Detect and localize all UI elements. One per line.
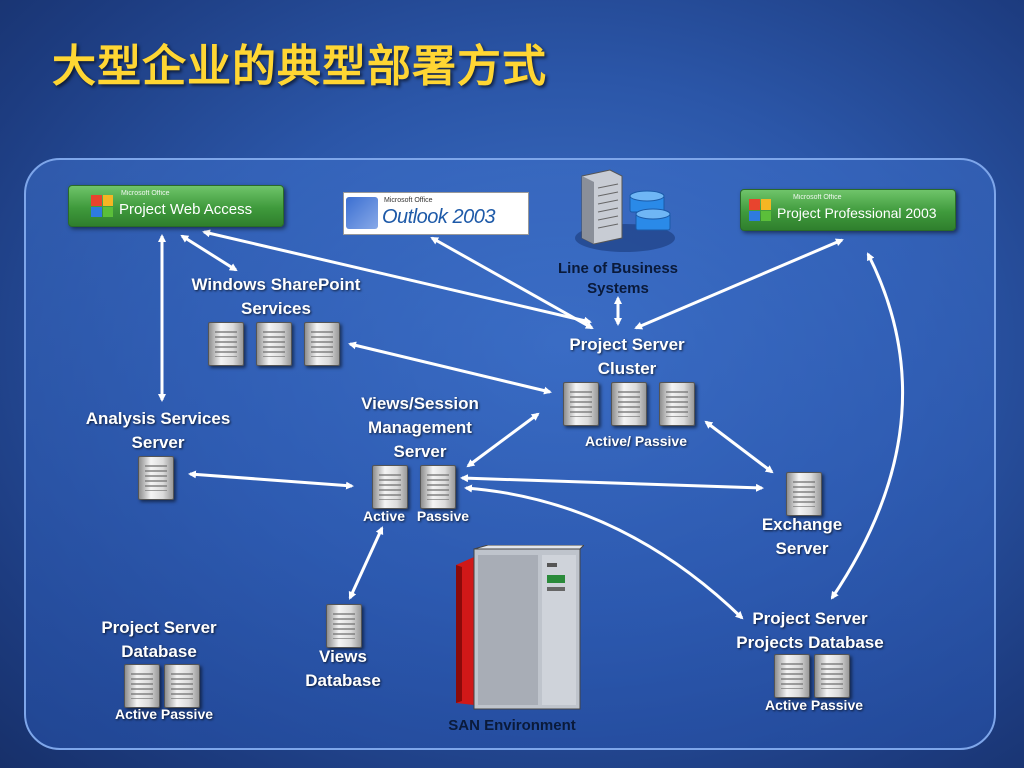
arrow-views-projdb (464, 484, 744, 620)
product-name: Project Professional 2003 (777, 205, 937, 221)
views-server-active (372, 465, 408, 509)
ps-cluster-server-3 (659, 382, 695, 426)
ps-proj-db-server-active (774, 654, 810, 698)
office-logo-icon (91, 195, 113, 217)
exchange-server (786, 472, 822, 516)
arrow-ppro-projdb (830, 252, 905, 600)
views-active-label: Active (362, 508, 406, 524)
ps-cluster-server-2 (611, 382, 647, 426)
analysis-label: Analysis Services Server (85, 409, 231, 452)
views-server-passive (420, 465, 456, 509)
sharepoint-server-3 (304, 322, 340, 366)
ps-db-status: Active Passive (114, 706, 214, 722)
san-storage-icon (456, 545, 584, 710)
views-session-label: Views/Session Management Server (361, 394, 479, 461)
sharepoint-label: Windows SharePoint Services (191, 275, 361, 318)
arrow-pscluster-exchange (704, 420, 774, 474)
arrow-sharepoint-pscluster (348, 341, 552, 395)
views-db-label: Views Database (305, 647, 381, 690)
ps-cluster-label: Project Server Cluster (569, 335, 685, 378)
ps-db-label: Project Server Database (101, 618, 217, 661)
ps-db-server-active (124, 664, 160, 708)
analysis-server (138, 456, 174, 500)
arrow-views-exchange (460, 474, 764, 492)
project-web-access-logo: Microsoft Office Project Web Access (68, 185, 284, 227)
database-server-icon (575, 169, 675, 252)
outlook-icon (346, 197, 378, 229)
arrow-views-viewsdb (348, 526, 384, 600)
outlook-2003-logo: Microsoft Office Outlook 2003 (343, 192, 529, 235)
ps-proj-db-status: Active Passive (764, 697, 864, 713)
office-logo-icon (749, 199, 771, 221)
lob-label: Line of Business Systems (557, 260, 679, 297)
views-passive-label: Passive (416, 508, 470, 524)
ps-cluster-server-1 (563, 382, 599, 426)
san-label: SAN Environment (448, 717, 576, 734)
arrow-ppro-pscluster (634, 238, 844, 330)
ps-db-server-passive (164, 664, 200, 708)
product-name: Project Web Access (119, 200, 253, 218)
page-title: 大型企业的典型部署方式 (52, 41, 547, 92)
arrow-analysis-views (188, 470, 354, 490)
ps-proj-db-server-passive (814, 654, 850, 698)
arrow-outlook-pscluster (430, 236, 594, 330)
arrow-pwa-sharepoint (180, 234, 238, 272)
sharepoint-server-2 (256, 322, 292, 366)
sharepoint-server-1 (208, 322, 244, 366)
exchange-label: Exchange Server (761, 515, 843, 558)
views-db-server (326, 604, 362, 648)
arrow-pscluster-views (466, 412, 540, 468)
project-professional-logo: Microsoft Office Project Professional 20… (740, 189, 956, 231)
ps-cluster-status: Active/ Passive (585, 433, 687, 449)
ps-proj-db-label: Project Server Projects Database (736, 609, 884, 652)
